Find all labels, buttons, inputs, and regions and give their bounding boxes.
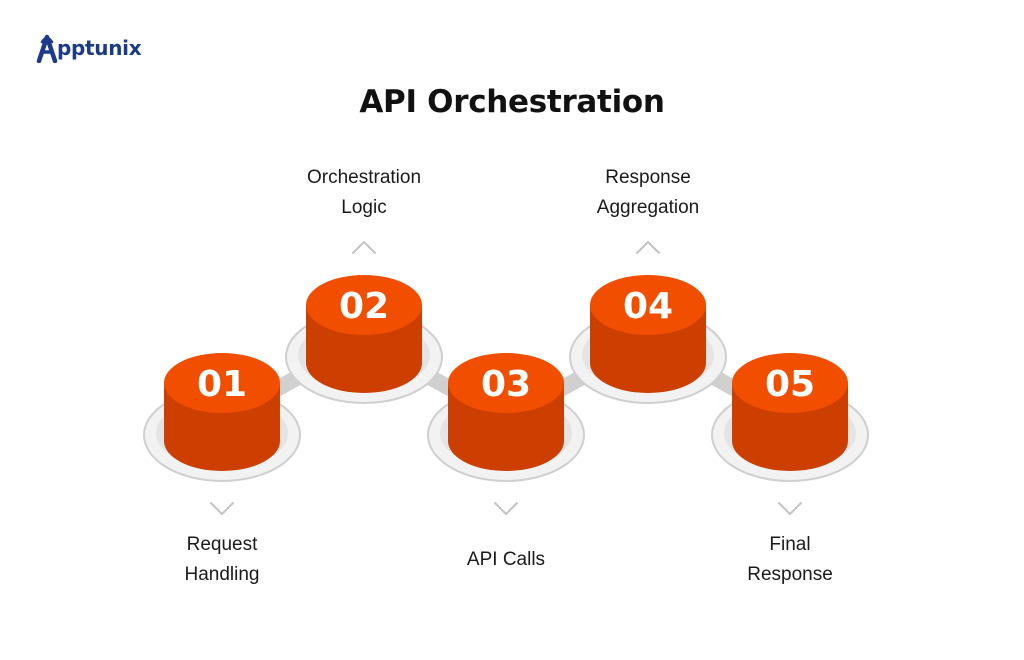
step-label-line: Handling xyxy=(184,564,260,585)
step-label-line: Request xyxy=(186,534,258,555)
chevron-down-icon xyxy=(210,502,234,515)
step-cylinder-04: 04 xyxy=(590,275,706,393)
cylinder-top xyxy=(306,275,422,335)
cylinder-top xyxy=(732,353,848,413)
step-number: 01 xyxy=(197,364,247,405)
step-label-line: Response xyxy=(605,167,691,188)
chevron-up-icon xyxy=(352,241,376,254)
step-label-line: API Calls xyxy=(466,549,546,570)
step-number: 05 xyxy=(765,364,815,405)
logo-a-icon xyxy=(36,34,58,63)
step-label-line: Orchestration xyxy=(306,167,422,188)
step-label-line: Response xyxy=(747,564,833,585)
step-label-line: Logic xyxy=(341,197,387,218)
step-number: 04 xyxy=(623,286,673,327)
chevron-up-icon xyxy=(636,241,660,254)
step-cylinder-02: 02 xyxy=(306,275,422,393)
step-cylinder-01: 01 xyxy=(164,353,280,471)
cylinder-top xyxy=(164,353,280,413)
step-cylinder-05: 05 xyxy=(732,353,848,471)
step-label-line: Final xyxy=(769,534,811,555)
page-title: API Orchestration xyxy=(359,84,665,120)
chevron-down-icon xyxy=(494,502,518,515)
step-cylinder-03: 03 xyxy=(448,353,564,471)
cylinder-top xyxy=(448,353,564,413)
step-number: 03 xyxy=(481,364,531,405)
step-label-line: Aggregation xyxy=(596,197,700,218)
chevron-down-icon xyxy=(778,502,802,515)
step-number: 02 xyxy=(339,286,389,327)
apptunix-logo: pptunix xyxy=(36,30,142,66)
cylinder-top xyxy=(590,275,706,335)
step-label-03: API Calls xyxy=(406,545,606,575)
logo-wordmark: pptunix xyxy=(57,36,142,60)
